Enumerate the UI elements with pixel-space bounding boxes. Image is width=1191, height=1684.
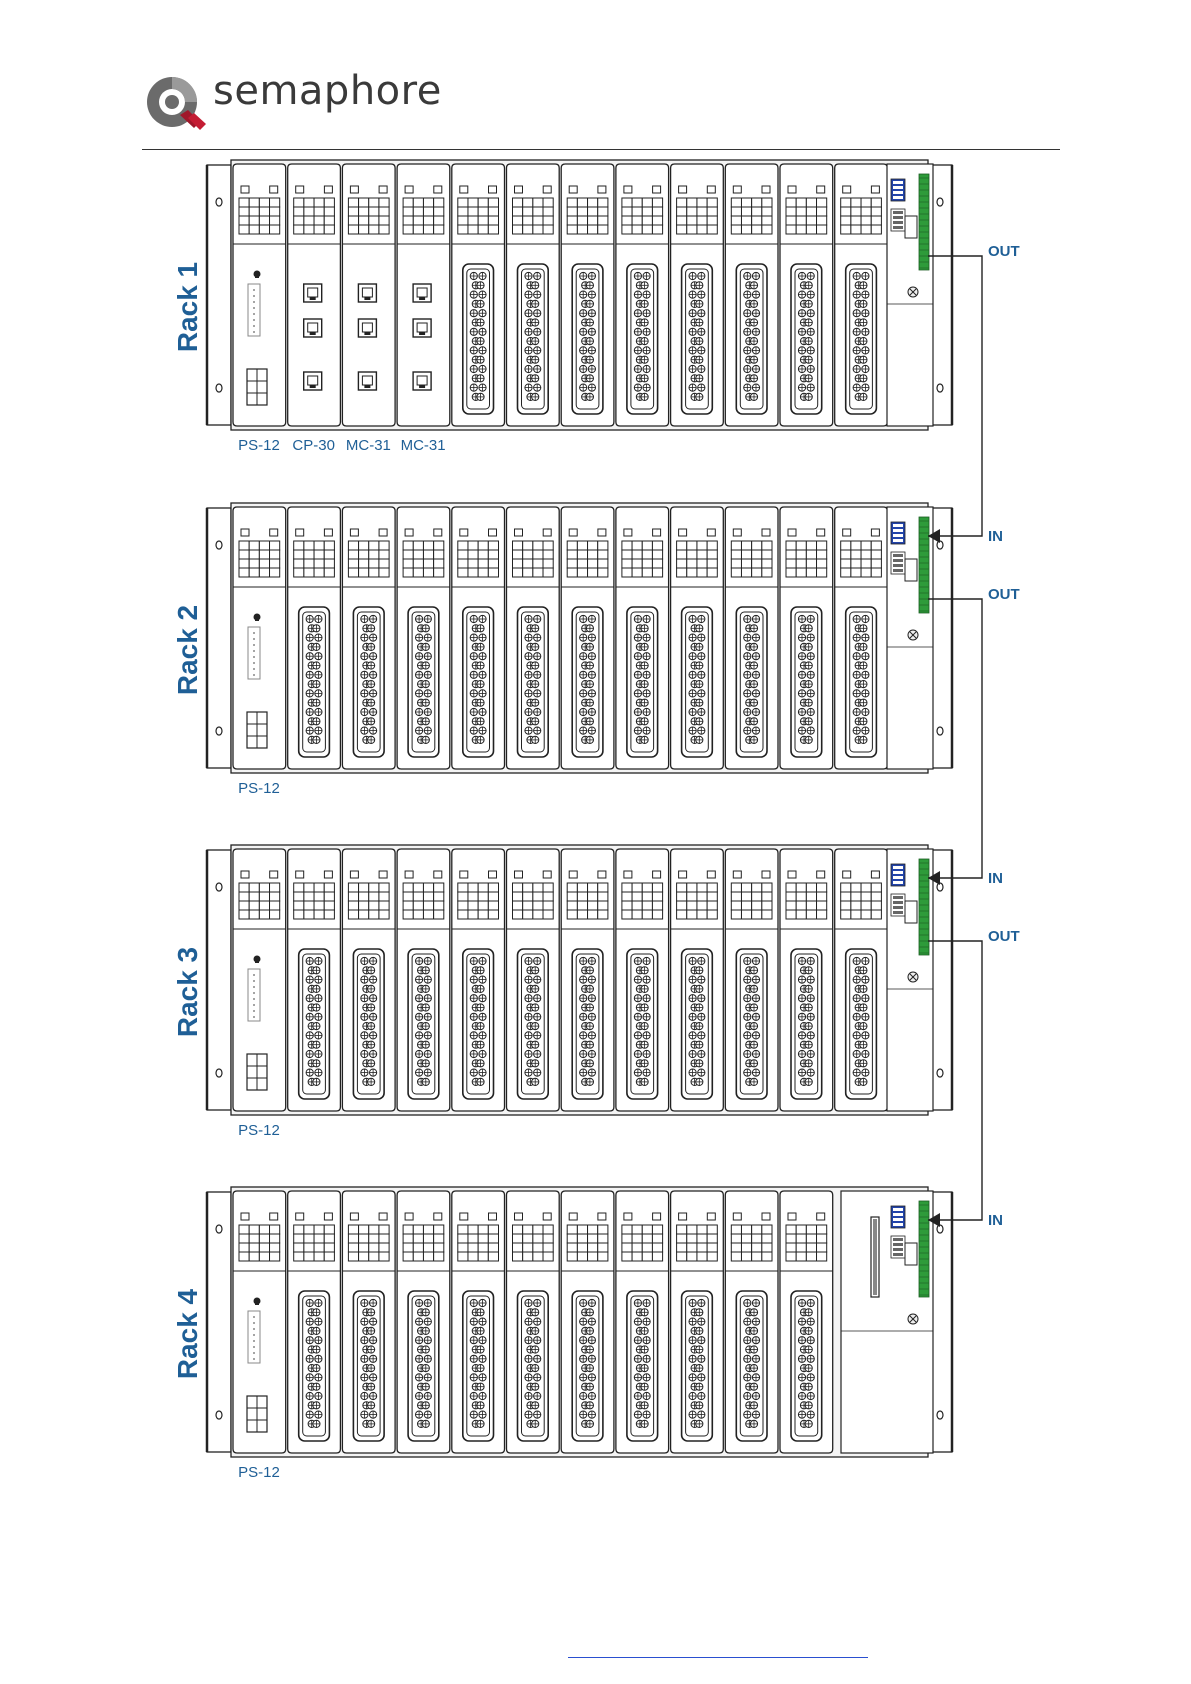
rack-label: Rack 4 [172,1288,203,1379]
module-io [288,507,341,769]
rack-end-panel [887,507,933,769]
module-io [616,849,669,1111]
module-io [342,507,395,769]
module-io [835,849,888,1111]
module-io [507,1191,560,1453]
power-terminal [248,627,260,679]
mount-hole-icon [937,727,943,735]
module-io [342,1191,395,1453]
module-io [397,1191,450,1453]
power-terminal [248,1311,260,1363]
module-io [616,164,669,426]
module-io [507,849,560,1111]
terminal-strip [919,1201,929,1297]
power-terminal [248,284,260,336]
module-label: PS-12 [238,437,280,454]
bus-connector [905,1243,917,1265]
module-label: CP-30 [292,437,335,454]
bus-connector [905,559,917,581]
port-in-label: IN [988,1212,1003,1229]
module-label: MC-31 [346,437,391,454]
mount-hole-icon [216,883,222,891]
mount-hole-icon [937,198,943,206]
module-comm [342,164,395,426]
mount-hole-icon [216,384,222,392]
module-io [452,507,505,769]
module-io [780,507,833,769]
mount-hole-icon [216,727,222,735]
mount-hole-icon [937,384,943,392]
rack-label: Rack 3 [172,947,203,1037]
module-io [671,507,724,769]
module-io [288,1191,341,1453]
module-io [725,849,778,1111]
port-out-label: OUT [988,243,1020,260]
port-in-label: IN [988,870,1003,887]
rack-label: Rack 1 [172,262,203,352]
terminal-strip [919,517,929,613]
module-io [561,1191,614,1453]
module-label: PS-12 [238,1122,280,1139]
module-power [233,507,286,769]
module-io [507,164,560,426]
module-power [233,164,286,426]
module-io [780,1191,833,1453]
port-out-label: OUT [988,928,1020,945]
terminal-strip [919,174,929,270]
mount-hole-icon [216,1411,222,1419]
module-io [288,849,341,1111]
module-io [452,164,505,426]
module-io [671,1191,724,1453]
module-io [616,1191,669,1453]
mount-hole-icon [216,1069,222,1077]
module-io [725,164,778,426]
module-comm [288,164,341,426]
module-io [780,164,833,426]
port-out-label: OUT [988,586,1020,603]
module-io [561,849,614,1111]
module-io [452,849,505,1111]
module-io [671,849,724,1111]
port-in-label: IN [988,528,1003,545]
mount-hole-icon [216,541,222,549]
mount-hole-icon [937,1069,943,1077]
rack-4: Rack 4 PS-12 IN [172,1187,1003,1481]
module-io [616,507,669,769]
module-io [671,164,724,426]
module-io [725,507,778,769]
rack-end-panel [887,164,933,426]
module-io [397,507,450,769]
module-label: PS-12 [238,780,280,797]
module-io [835,507,888,769]
rack-label: Rack 2 [172,605,203,695]
module-power [233,849,286,1111]
module-io [725,1191,778,1453]
bus-connector [905,901,917,923]
power-terminal [248,969,260,1021]
rack-2: Rack 2 PS-12 IN OUT [172,503,1020,797]
module-io [397,849,450,1111]
mount-hole-icon [937,1411,943,1419]
footer-link[interactable] [568,1657,868,1658]
module-label: PS-12 [238,1464,280,1481]
module-io [342,849,395,1111]
module-power [233,1191,286,1453]
module-io [780,849,833,1111]
terminal-strip [919,859,929,955]
rack-end-panel [841,1191,933,1453]
module-io [835,164,888,426]
mount-hole-icon [216,1225,222,1233]
mount-hole-icon [216,198,222,206]
module-io [452,1191,505,1453]
module-io [561,507,614,769]
module-comm [397,164,450,426]
rack-end-panel [887,849,933,1111]
module-label: MC-31 [401,437,446,454]
bus-connector [905,216,917,238]
rack-3: Rack 3 PS-12 IN OUT [172,845,1020,1139]
module-io [507,507,560,769]
module-io [561,164,614,426]
rack-1: Rack 1 PS-12 CP-30 MC-31 MC-31 OUT [172,160,1020,454]
